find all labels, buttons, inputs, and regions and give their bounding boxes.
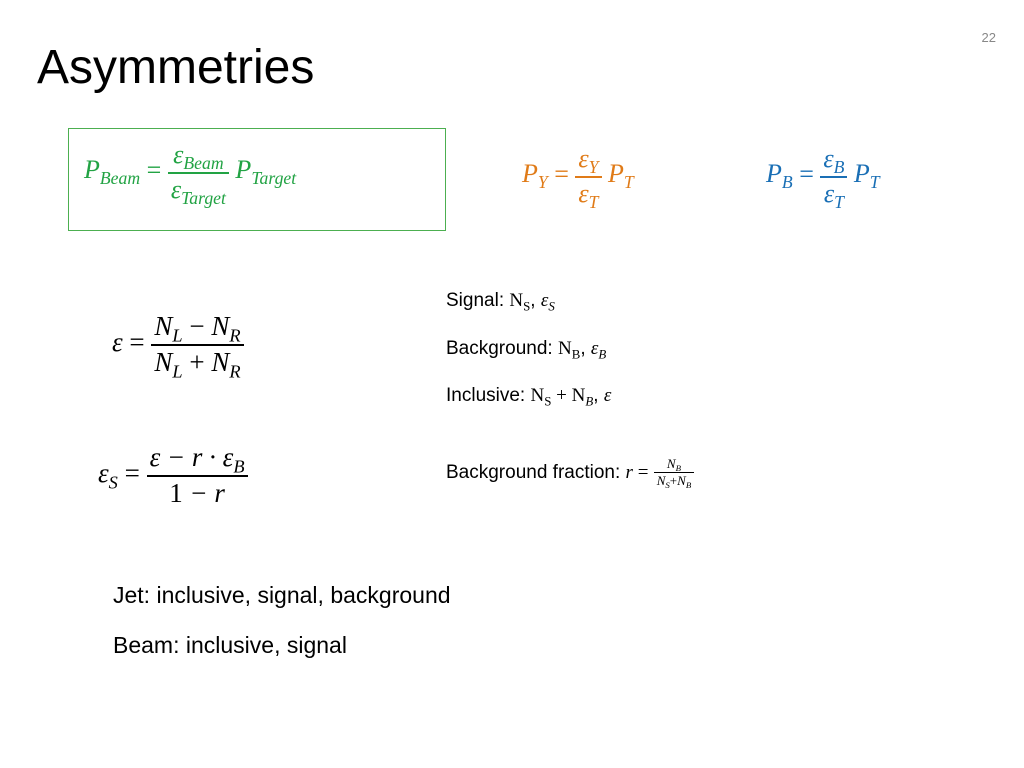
rhs: PT xyxy=(608,159,634,193)
equals-sign: = xyxy=(554,159,569,189)
note-jet: Jet: inclusive, signal, background xyxy=(113,582,451,608)
lhs: PBeam xyxy=(84,155,141,189)
fraction: εBeam εTarget xyxy=(167,139,229,207)
slide-title: Asymmetries xyxy=(37,41,315,94)
fraction: εY εT xyxy=(575,143,602,211)
definition-inclusive: Inclusive: NS + NB, ε xyxy=(446,385,612,409)
fraction: εB εT xyxy=(820,143,848,211)
slide-number: 22 xyxy=(981,30,996,45)
equals-sign: = xyxy=(146,155,162,185)
note-beam: Beam: inclusive, signal xyxy=(113,632,347,658)
equals-sign: = xyxy=(799,159,814,189)
formula-p-b: PB = εB εT PT xyxy=(766,143,880,211)
formula-p-beam: PBeam = εBeam εTarget PTarget xyxy=(84,139,297,207)
definition-background: Background: NB, εB xyxy=(446,338,607,362)
rhs: PTarget xyxy=(235,155,297,189)
definition-background-fraction: Background fraction: r = NB NS+NB xyxy=(446,456,695,490)
formula-epsilon: ε = NL − NR NL + NR xyxy=(112,310,244,380)
rhs: PT xyxy=(853,159,880,193)
fraction: NL − NR NL + NR xyxy=(151,310,244,380)
formula-p-y: PY = εY εT PT xyxy=(522,143,634,211)
fraction: ε − r · εB 1 − r xyxy=(146,441,248,511)
fraction: NB NS+NB xyxy=(653,456,695,490)
definition-signal: Signal: NS, εS xyxy=(446,290,555,314)
highlight-box xyxy=(68,128,446,231)
formula-epsilon-s: εS = ε − r · εB 1 − r xyxy=(98,441,248,511)
lhs: PY xyxy=(522,159,548,193)
lhs: PB xyxy=(766,159,793,193)
